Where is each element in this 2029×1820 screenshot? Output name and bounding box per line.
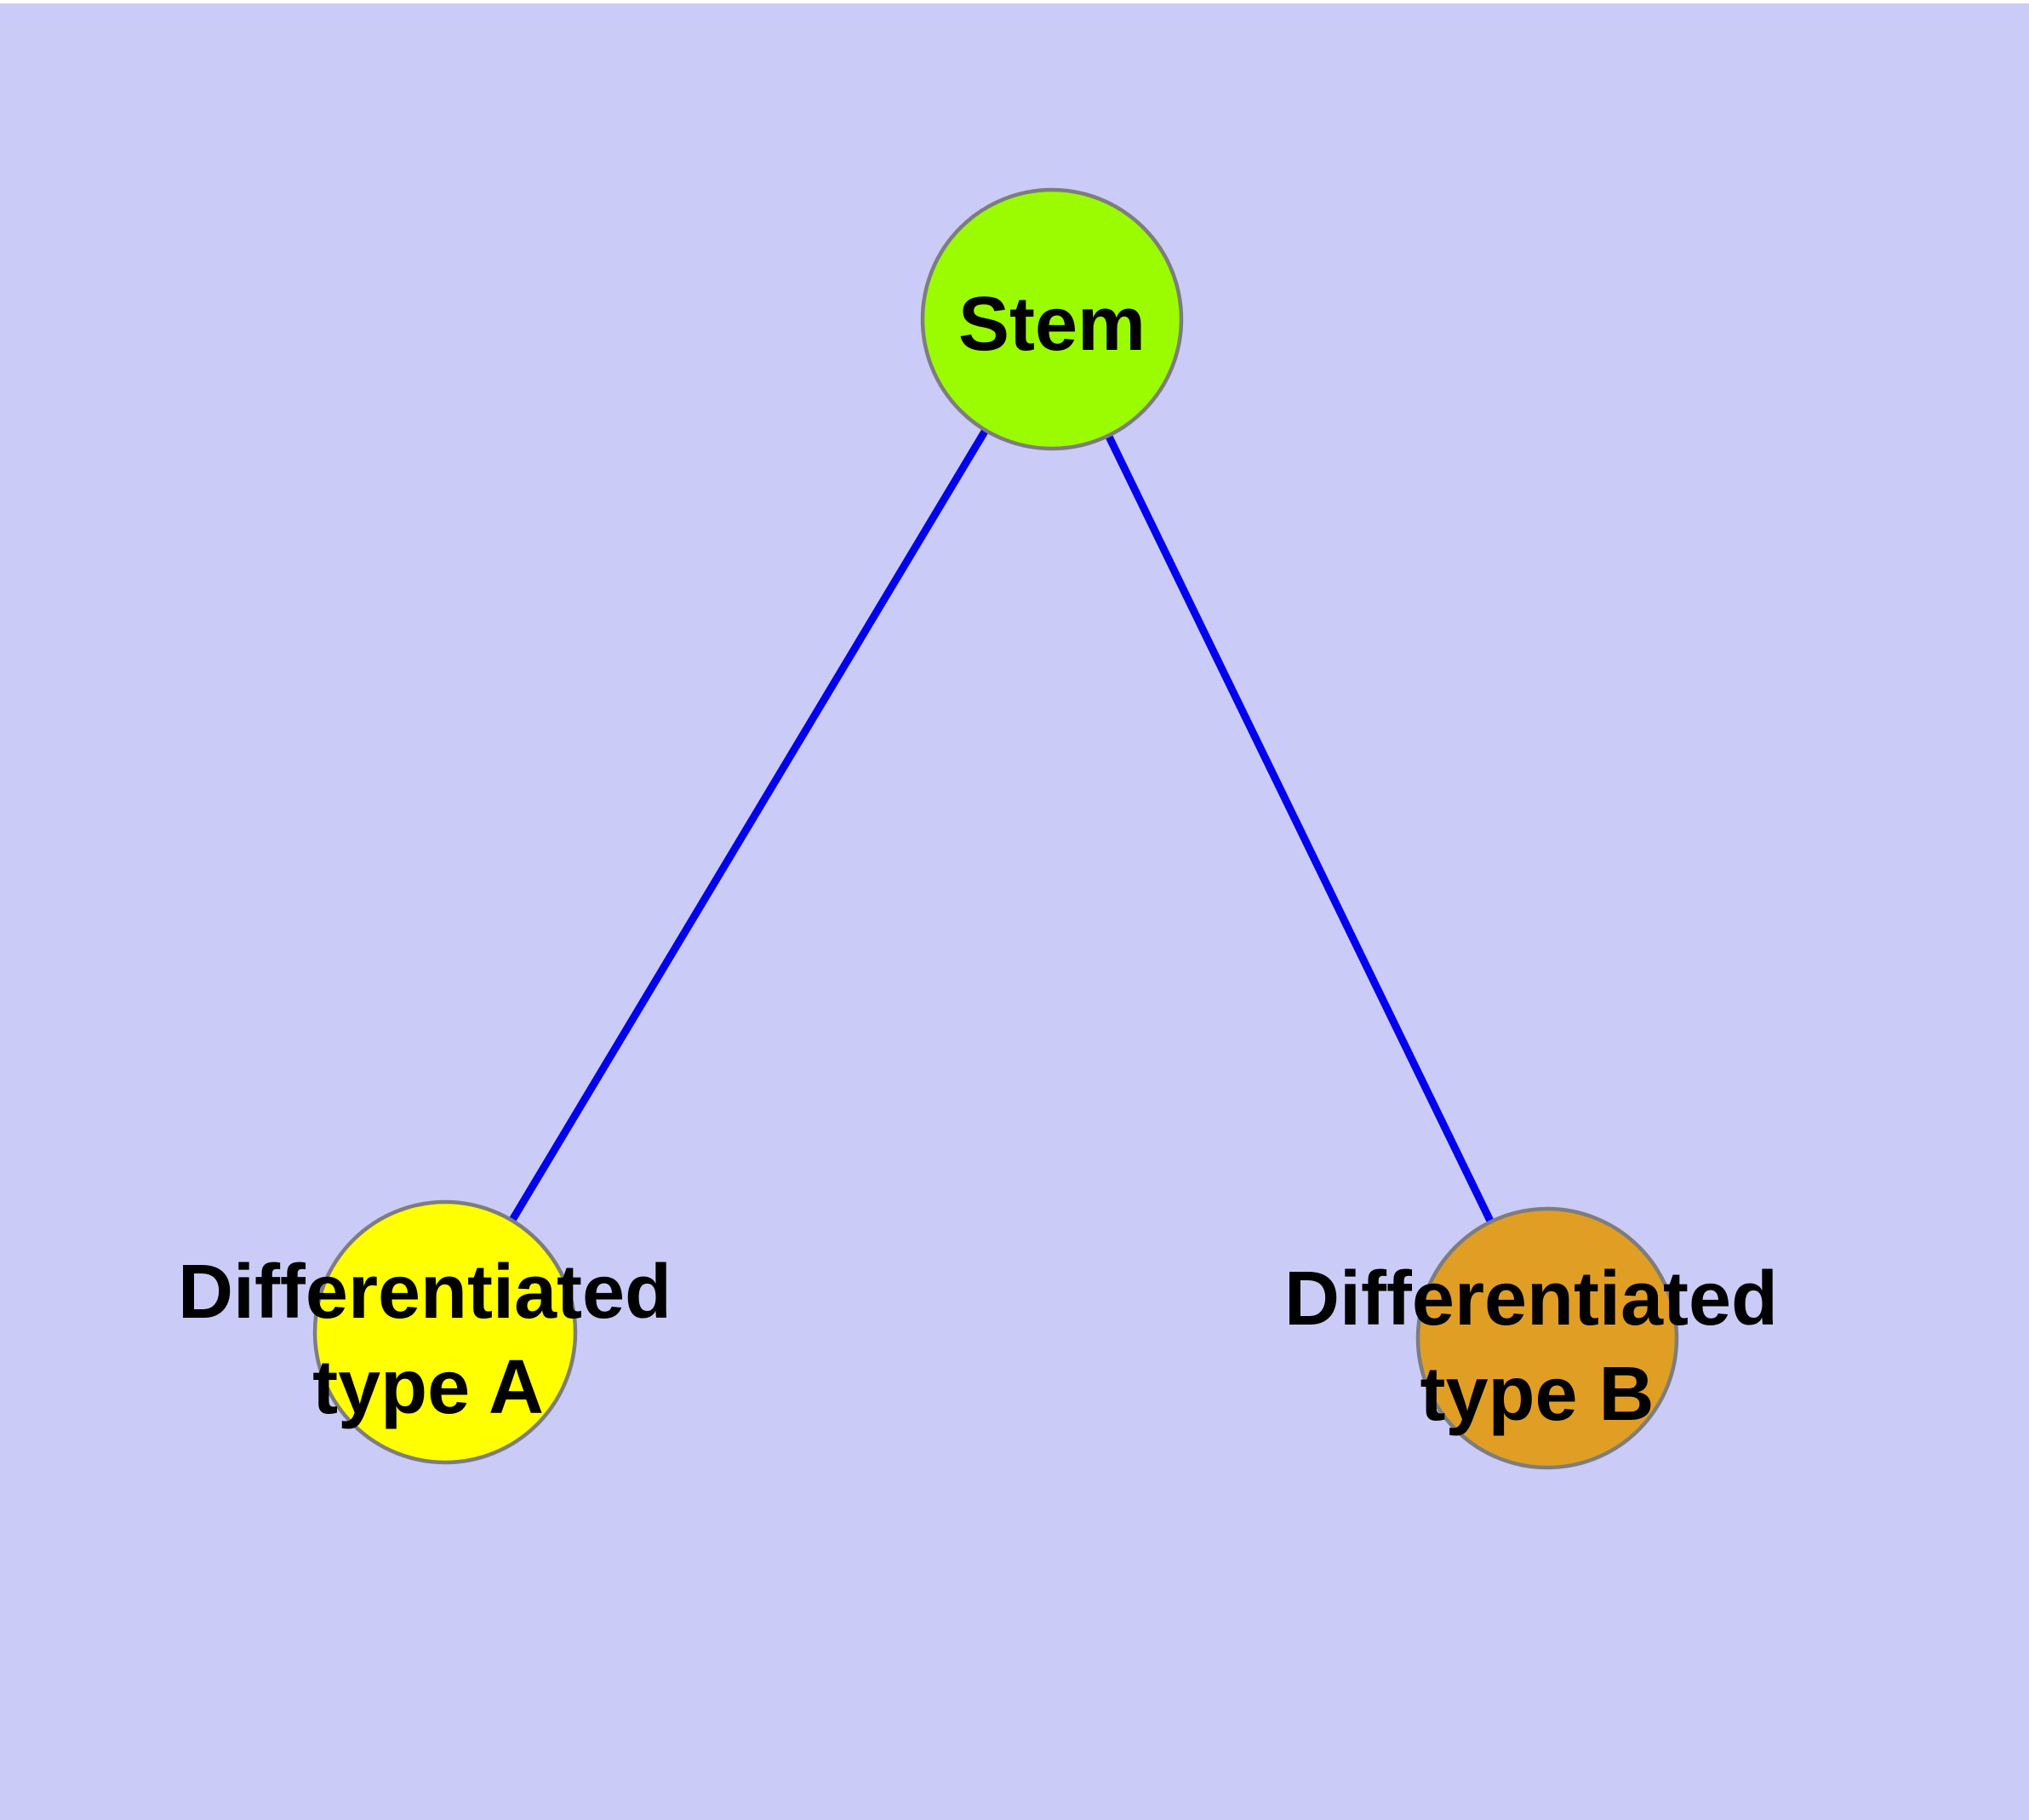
- node-type-a-label-line1: Differentiated: [178, 1250, 672, 1335]
- node-type-b-circle: [1415, 1206, 1679, 1470]
- labels-layer: Stem Differentiated type A Differentiate…: [178, 282, 1778, 1437]
- node-type-b-label-line2: type B: [1420, 1352, 1654, 1437]
- node-type-b-label-line1: Differentiated: [1284, 1256, 1778, 1342]
- top-margin-strip: [0, 0, 2029, 3]
- edge-stem-to-type-a: [442, 317, 1055, 1335]
- nodes-layer: [312, 187, 1679, 1470]
- edges-layer: [442, 317, 1552, 1340]
- edge-stem-to-type-b: [1048, 318, 1552, 1340]
- node-stem-label: Stem: [958, 282, 1146, 367]
- node-type-a-circle: [312, 1199, 578, 1465]
- node-type-a-label-line2: type A: [312, 1345, 544, 1430]
- node-stem-circle: [920, 187, 1184, 451]
